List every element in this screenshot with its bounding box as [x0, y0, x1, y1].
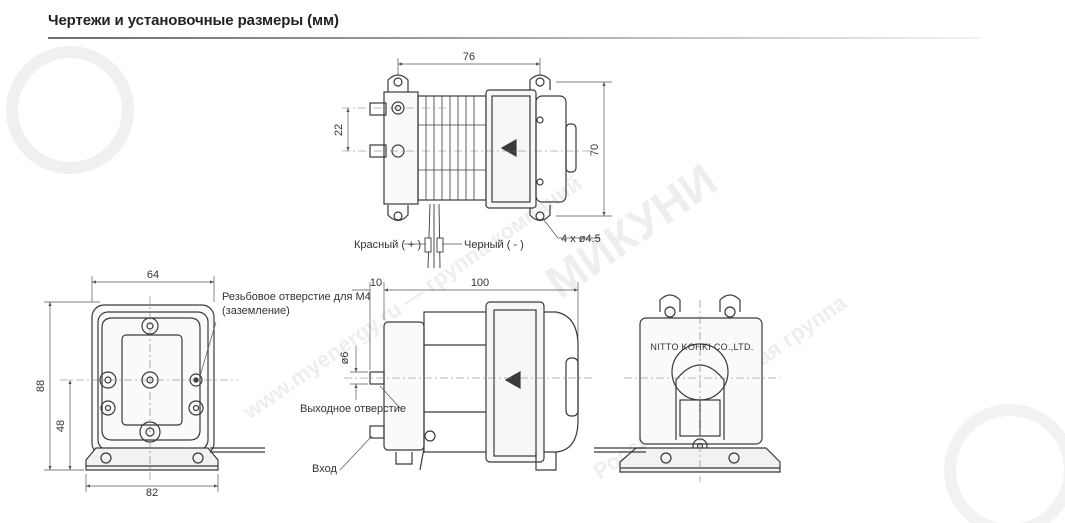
- inlet-label: Вход: [312, 463, 337, 475]
- dim-side-base: 82: [146, 487, 158, 499]
- dim-side-width: 64: [147, 269, 159, 281]
- outlet-label: Выходное отверстие: [300, 403, 406, 415]
- front-view-dimensions: [339, 282, 579, 471]
- side-view-dimensions: [44, 276, 219, 492]
- wire-red-label: Красный ( + ): [354, 239, 421, 251]
- dim-port-spacing: 22: [333, 124, 345, 136]
- mount-holes-label: 4 x ø4.5: [561, 233, 601, 245]
- wire-black-label: Черный ( - ): [464, 239, 524, 251]
- grounding-label: (заземление): [222, 305, 290, 317]
- top-view-dimensions: [346, 58, 612, 245]
- dim-top-height: 70: [589, 144, 601, 156]
- mount-hole-icon: [535, 211, 545, 221]
- front-view: [344, 301, 594, 471]
- page-title: Чертежи и установочные размеры (мм): [48, 12, 339, 29]
- brand-label: NITTO KOHKI CO.,LTD.: [650, 342, 753, 352]
- header-rule: [48, 37, 980, 39]
- thread-hole-label: Резьбовое отверстие для M4: [222, 291, 371, 303]
- section-header: Чертежи и установочные размеры (мм): [0, 0, 1065, 44]
- dim-length: 100: [471, 277, 489, 289]
- dim-side-height: 88: [35, 380, 47, 392]
- rear-view: [594, 294, 781, 482]
- dim-axis-height: 48: [55, 420, 67, 432]
- screw-icon: [664, 306, 676, 318]
- dim-offset: 10: [370, 277, 382, 289]
- dim-top-width: 76: [463, 51, 475, 63]
- top-view: [342, 74, 590, 269]
- dim-port-diam: ø6: [339, 352, 351, 365]
- side-view: [60, 296, 265, 480]
